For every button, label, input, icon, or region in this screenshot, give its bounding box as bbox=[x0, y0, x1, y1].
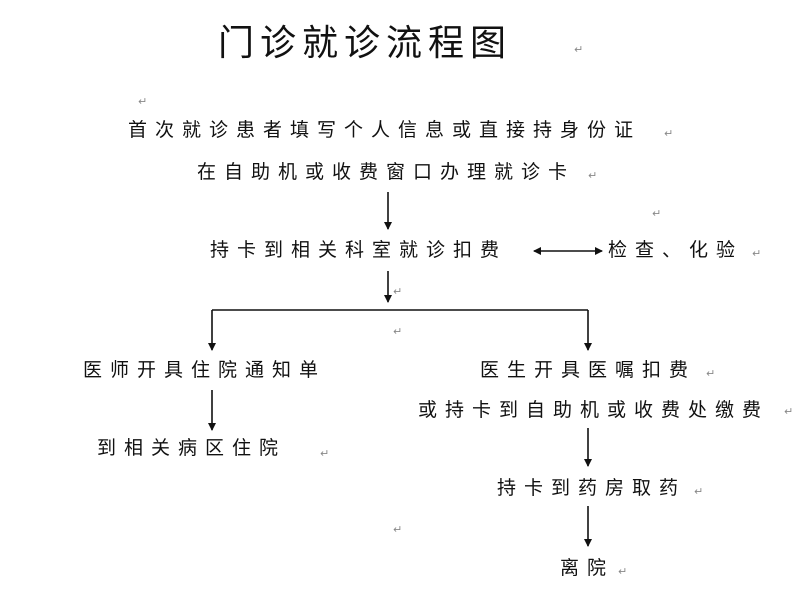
return-mark: ↵ bbox=[706, 367, 716, 380]
return-mark: ↵ bbox=[393, 325, 403, 338]
step-go-ward: 到相关病区住院 bbox=[97, 437, 287, 459]
step-admission-notice: 医师开具住院通知单 bbox=[83, 359, 327, 381]
return-mark: ↵ bbox=[694, 485, 704, 498]
step-exam: 检查、化验 bbox=[608, 239, 744, 261]
step-register-line2: 在自助机或收费窗口办理就诊卡 bbox=[197, 161, 576, 183]
return-mark: ↵ bbox=[784, 405, 794, 418]
step-prescription: 医生开具医嘱扣费 bbox=[480, 359, 697, 381]
step-pharmacy: 持卡到药房取药 bbox=[497, 477, 687, 499]
return-mark: ↵ bbox=[138, 95, 148, 108]
return-mark: ↵ bbox=[393, 285, 403, 298]
return-mark: ↵ bbox=[752, 247, 762, 260]
step-consult: 持卡到相关科室就诊扣费 bbox=[210, 239, 508, 261]
return-mark: ↵ bbox=[393, 523, 403, 536]
return-mark: ↵ bbox=[320, 447, 330, 460]
step-register-line1: 首次就诊患者填写个人信息或直接持身份证 bbox=[128, 119, 642, 141]
return-mark: ↵ bbox=[652, 207, 662, 220]
step-leave: 离院 bbox=[560, 557, 615, 579]
step-pay: 或持卡到自助机或收费处缴费 bbox=[418, 399, 770, 421]
return-mark: ↵ bbox=[574, 43, 584, 56]
page-title: 门诊就诊流程图 bbox=[218, 23, 513, 64]
return-mark: ↵ bbox=[588, 169, 598, 182]
return-mark: ↵ bbox=[618, 565, 628, 578]
return-mark: ↵ bbox=[664, 127, 674, 140]
